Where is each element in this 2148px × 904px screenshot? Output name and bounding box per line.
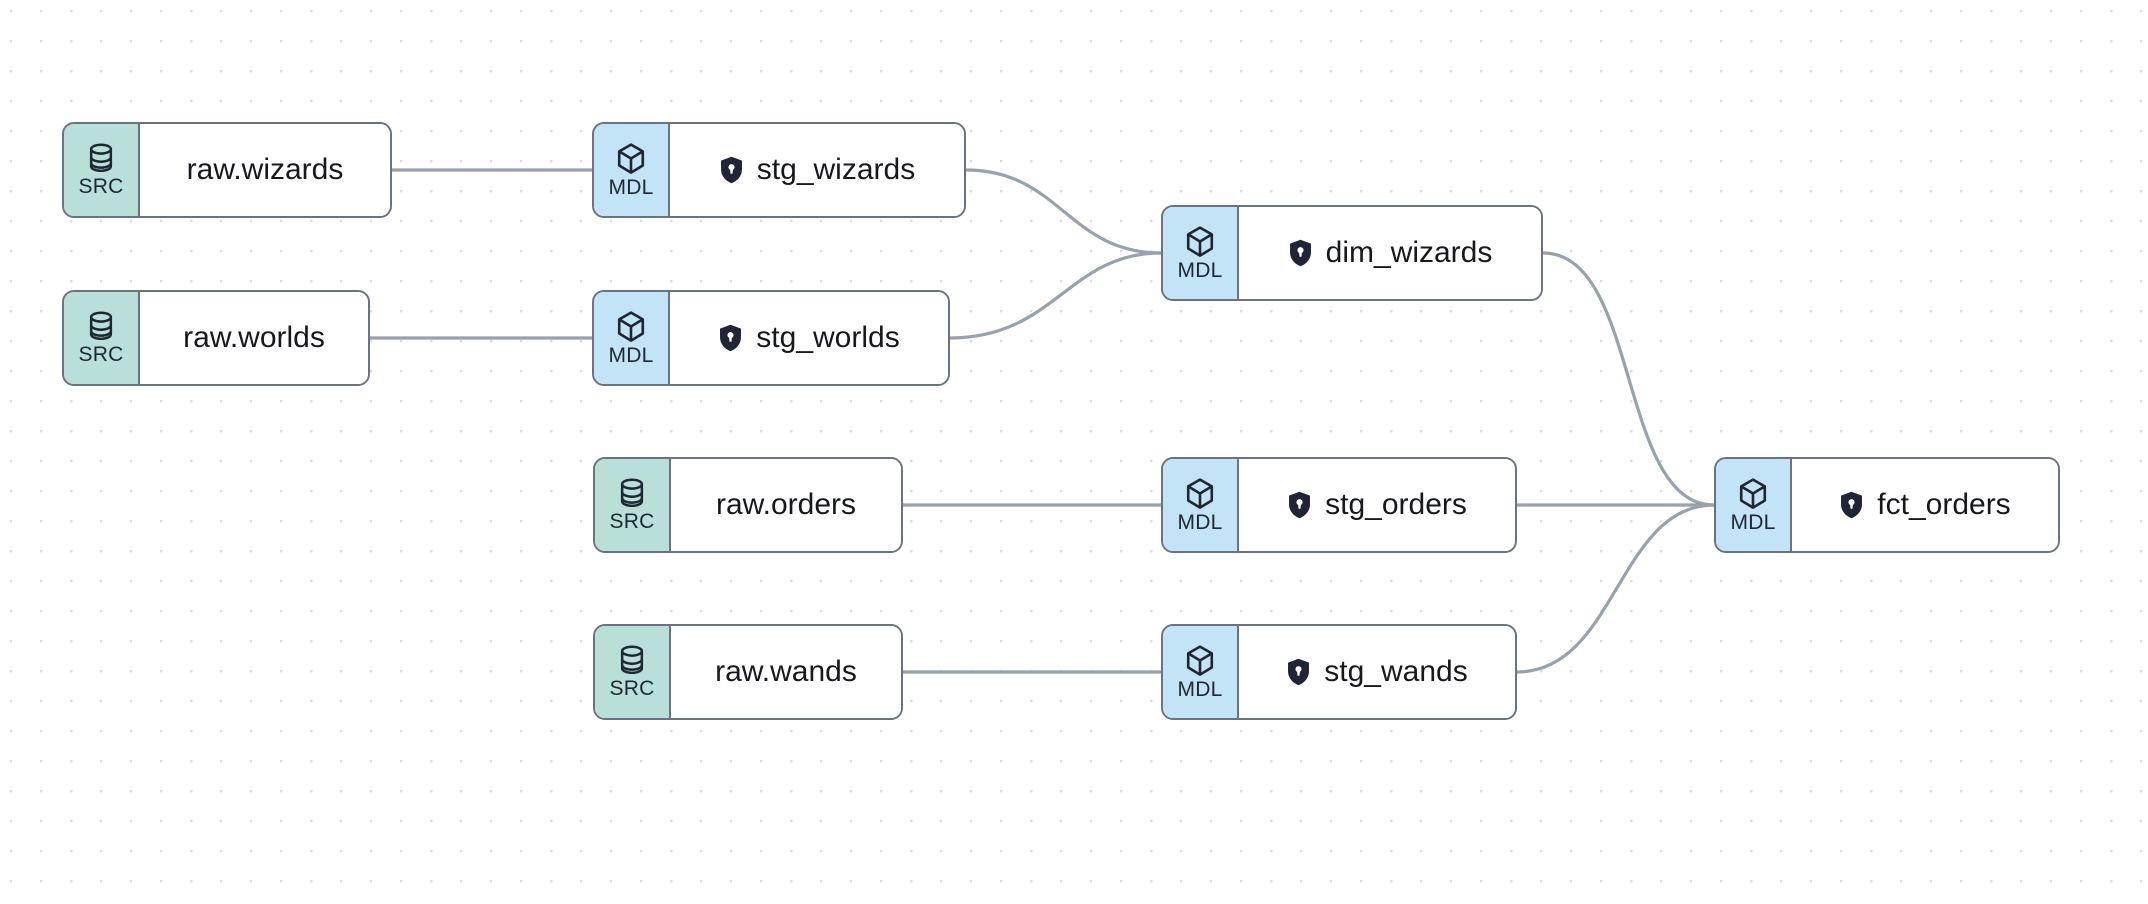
badge-label: SRC (609, 510, 655, 533)
node-label: raw.orders (715, 488, 857, 521)
node-raw-orders[interactable]: SRC raw.orders (593, 457, 903, 553)
node-kind-badge-src: SRC (595, 459, 671, 551)
node-label: raw.wands (715, 655, 857, 688)
node-kind-badge-mdl: MDL (1716, 459, 1792, 551)
badge-label: MDL (1730, 511, 1776, 534)
database-icon (86, 143, 116, 175)
node-kind-badge-mdl: MDL (594, 124, 670, 216)
node-kind-badge-mdl: MDL (1163, 626, 1239, 718)
node-body: raw.wizards (140, 124, 390, 216)
node-label: dim_wizards (1325, 236, 1493, 269)
cube-icon (1737, 477, 1769, 511)
node-body: stg_worlds (670, 292, 948, 384)
node-body: raw.worlds (140, 292, 368, 384)
shield-lock-icon (1287, 491, 1312, 519)
shield-lock-icon (719, 156, 744, 184)
node-label: raw.wizards (186, 153, 344, 186)
node-kind-badge-src: SRC (595, 626, 671, 718)
database-icon (617, 478, 647, 510)
cube-icon (615, 142, 647, 176)
node-label: stg_wizards (756, 153, 916, 186)
node-dim-wizards[interactable]: MDL dim_wizards (1161, 205, 1543, 301)
node-body: dim_wizards (1239, 207, 1541, 299)
edge-stg-worlds-to-dim-wizards (948, 251, 1163, 340)
node-raw-wizards[interactable]: SRC raw.wizards (62, 122, 392, 218)
node-kind-badge-mdl: MDL (594, 292, 670, 384)
database-icon (617, 645, 647, 677)
badge-label: SRC (78, 343, 124, 366)
shield-lock-icon (1839, 491, 1864, 519)
cube-icon (1184, 644, 1216, 678)
badge-label: MDL (1177, 678, 1223, 701)
node-stg-wands[interactable]: MDL stg_wands (1161, 624, 1517, 720)
badge-label: MDL (1177, 511, 1223, 534)
node-kind-badge-src: SRC (64, 124, 140, 216)
badge-label: MDL (608, 344, 654, 367)
database-icon (86, 311, 116, 343)
badge-label: SRC (609, 677, 655, 700)
node-label: raw.worlds (183, 321, 325, 354)
node-raw-worlds[interactable]: SRC raw.worlds (62, 290, 370, 386)
node-stg-orders[interactable]: MDL stg_orders (1161, 457, 1517, 553)
node-kind-badge-mdl: MDL (1163, 459, 1239, 551)
edge-stg-wizards-to-dim-wizards (964, 168, 1163, 255)
badge-label: MDL (608, 176, 654, 199)
node-label: stg_wands (1324, 655, 1468, 688)
shield-lock-icon (718, 324, 743, 352)
node-body: raw.wands (671, 626, 901, 718)
node-raw-wands[interactable]: SRC raw.wands (593, 624, 903, 720)
badge-label: SRC (78, 175, 124, 198)
node-label: stg_orders (1325, 488, 1467, 521)
node-body: stg_wizards (670, 124, 964, 216)
node-stg-worlds[interactable]: MDL stg_worlds (592, 290, 950, 386)
node-label: fct_orders (1877, 488, 2011, 521)
cube-icon (615, 310, 647, 344)
edge-stg-wands-to-fct-orders (1515, 503, 1716, 674)
shield-lock-icon (1288, 239, 1313, 267)
node-label: stg_worlds (756, 321, 900, 354)
node-body: fct_orders (1792, 459, 2058, 551)
node-body: raw.orders (671, 459, 901, 551)
node-stg-wizards[interactable]: MDL stg_wizards (592, 122, 966, 218)
cube-icon (1184, 225, 1216, 259)
node-body: stg_wands (1239, 626, 1515, 718)
shield-lock-icon (1286, 658, 1311, 686)
node-kind-badge-mdl: MDL (1163, 207, 1239, 299)
cube-icon (1184, 477, 1216, 511)
badge-label: MDL (1177, 259, 1223, 282)
node-fct-orders[interactable]: MDL fct_orders (1714, 457, 2060, 553)
edge-dim-wizards-to-fct-orders (1541, 251, 1716, 507)
node-kind-badge-src: SRC (64, 292, 140, 384)
node-body: stg_orders (1239, 459, 1515, 551)
